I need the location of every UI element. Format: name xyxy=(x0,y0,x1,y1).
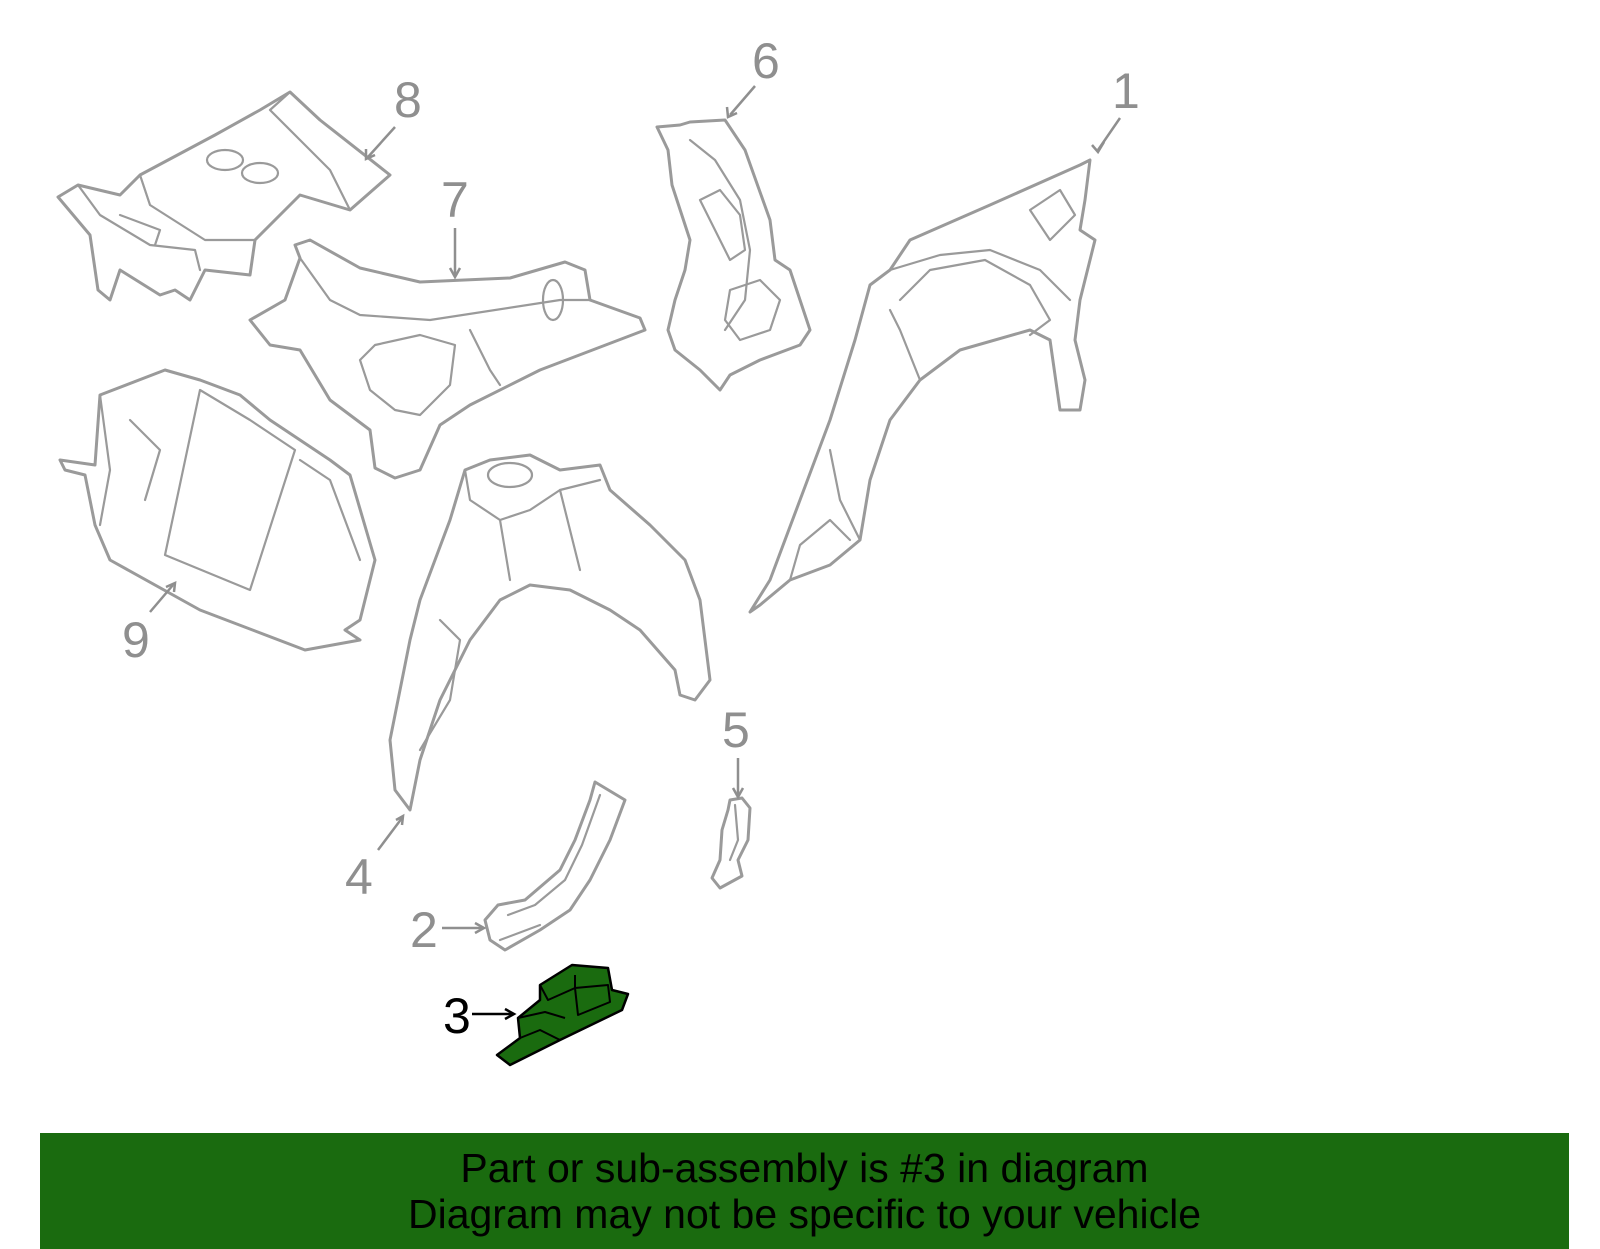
svg-text:7: 7 xyxy=(441,172,469,228)
callout-8: 8 xyxy=(364,72,422,161)
callout-5: 5 xyxy=(722,702,750,800)
callout-7: 7 xyxy=(441,172,469,280)
part-6-outline xyxy=(655,118,812,392)
svg-text:2: 2 xyxy=(410,902,438,958)
callout-2: 2 xyxy=(410,902,487,958)
svg-text:3: 3 xyxy=(443,988,471,1044)
callout-3: 3 xyxy=(443,988,517,1044)
callout-4: 4 xyxy=(345,813,405,905)
part-8-outline xyxy=(56,90,392,302)
banner-line-2: Diagram may not be specific to your vehi… xyxy=(407,1191,1201,1237)
svg-text:8: 8 xyxy=(394,72,422,128)
callout-9: 9 xyxy=(122,580,177,668)
svg-text:1: 1 xyxy=(1112,63,1140,119)
svg-text:5: 5 xyxy=(722,702,750,758)
svg-text:9: 9 xyxy=(122,612,150,668)
svg-text:4: 4 xyxy=(345,849,373,905)
svg-text:6: 6 xyxy=(752,33,780,89)
part-4-outline xyxy=(388,453,712,812)
banner-line-1: Part or sub-assembly is #3 in diagram xyxy=(460,1145,1149,1191)
callout-6: 6 xyxy=(725,33,780,119)
parts-diagram: 1 2 3 4 5 6 7 8 9 xyxy=(56,33,1140,1067)
info-banner: Part or sub-assembly is #3 in diagram Di… xyxy=(40,1133,1569,1249)
part-2-outline xyxy=(483,780,627,952)
callout-1: 1 xyxy=(1091,63,1140,155)
part-7-outline xyxy=(248,238,647,480)
part-1-outline xyxy=(748,158,1097,614)
part-5-outline xyxy=(710,796,752,890)
part-9-outline xyxy=(58,368,377,652)
part-3-highlighted xyxy=(495,963,630,1067)
